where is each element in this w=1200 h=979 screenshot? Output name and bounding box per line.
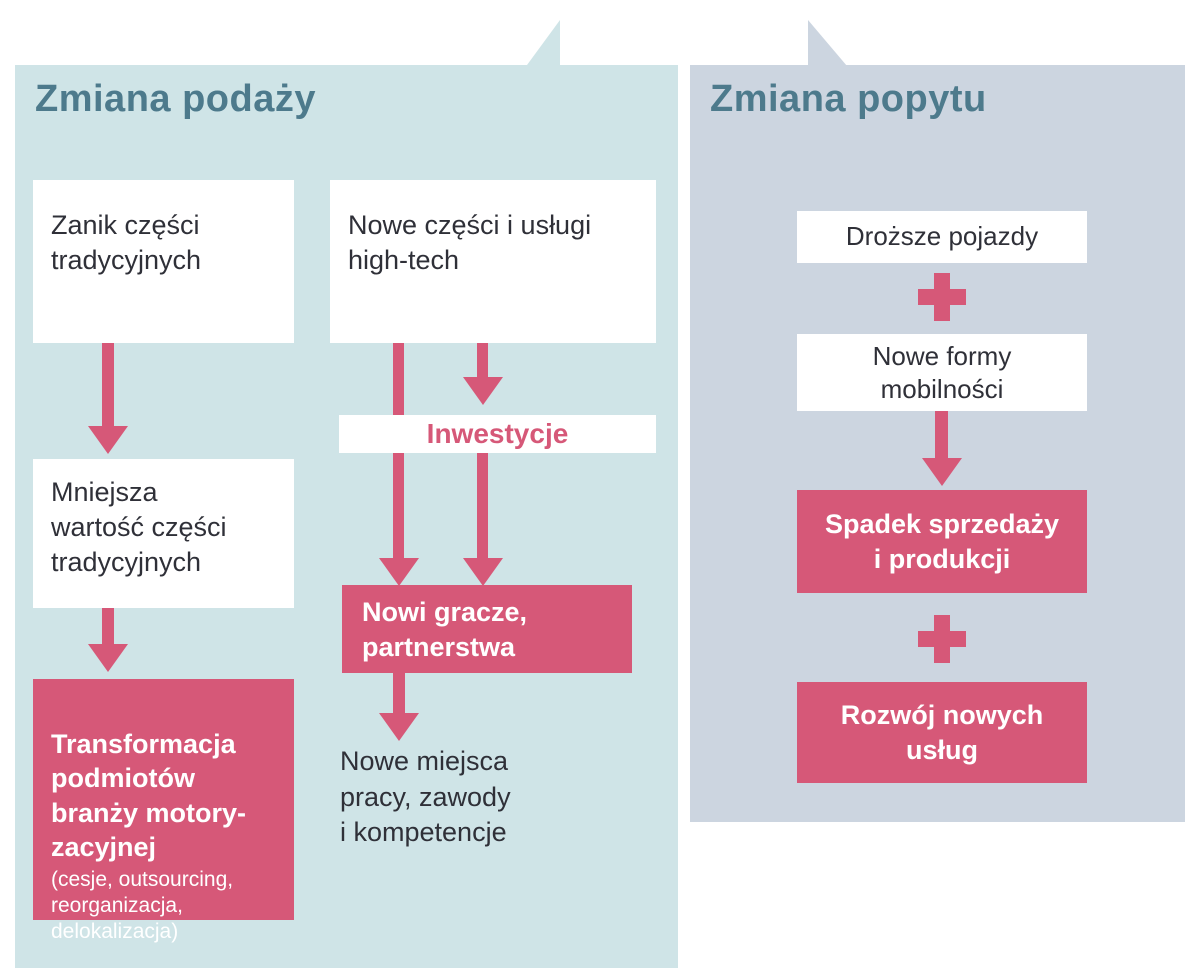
supply-box-new-players: Nowi gracze, partnerstwa <box>342 585 632 673</box>
supply-box-transformation-note: (cesje, outsourcing, reorganizacja, delo… <box>51 867 234 943</box>
arrow-shaft <box>393 673 405 713</box>
arrow-shaft <box>102 343 114 426</box>
arrow-down-icon <box>88 608 128 672</box>
arrow-down-icon <box>922 411 962 486</box>
supply-box-transformation: Transformacja podmiotów branży motory- z… <box>33 679 294 943</box>
supply-box-new-hightech-parts: Nowe części i usługi high-tech <box>330 180 656 343</box>
arrow-head <box>88 426 128 454</box>
supply-box-traditional-parts-decline: Zanik części tradycyjnych <box>33 180 294 343</box>
arrow-shaft <box>102 608 114 644</box>
demand-box-new-mobility: Nowe formy mobilności <box>797 334 1087 411</box>
arrow-down-icon <box>379 343 419 586</box>
arrow-down-icon <box>379 673 419 741</box>
arrow-shaft <box>935 411 948 458</box>
supply-panel-title: Zmiana podaży <box>35 78 316 120</box>
investments-bar: Inwestycje <box>339 415 656 453</box>
demand-box-sales-drop: Spadek sprzedaży i produkcji <box>797 490 1087 593</box>
demand-box-new-services: Rozwój nowych usług <box>797 682 1087 783</box>
plus-icon <box>918 615 966 663</box>
arrow-shaft <box>477 343 488 377</box>
arrow-down-icon <box>463 343 503 405</box>
demand-box-expensive-vehicles: Droższe pojazdy <box>797 211 1087 263</box>
arrow-head <box>88 644 128 672</box>
plus-icon <box>918 273 966 321</box>
demand-panel-notch-icon <box>808 20 847 66</box>
supply-panel-notch-icon <box>527 20 560 65</box>
arrow-down-icon <box>463 453 503 586</box>
arrow-head <box>463 377 503 405</box>
arrow-head <box>379 558 419 586</box>
demand-panel-title: Zmiana popytu <box>710 78 987 120</box>
supply-box-lower-value: Mniejsza wartość części tradycyjnych <box>33 459 294 608</box>
supply-caption-new-jobs: Nowe miejsca pracy, zawody i kompetencje <box>340 746 511 848</box>
supply-box-transformation-title: Transformacja podmiotów branży motory- z… <box>51 728 247 863</box>
arrow-head <box>463 558 503 586</box>
arrow-head <box>379 713 419 741</box>
arrow-down-icon <box>88 343 128 454</box>
arrow-shaft <box>477 453 488 558</box>
arrow-head <box>922 458 962 486</box>
